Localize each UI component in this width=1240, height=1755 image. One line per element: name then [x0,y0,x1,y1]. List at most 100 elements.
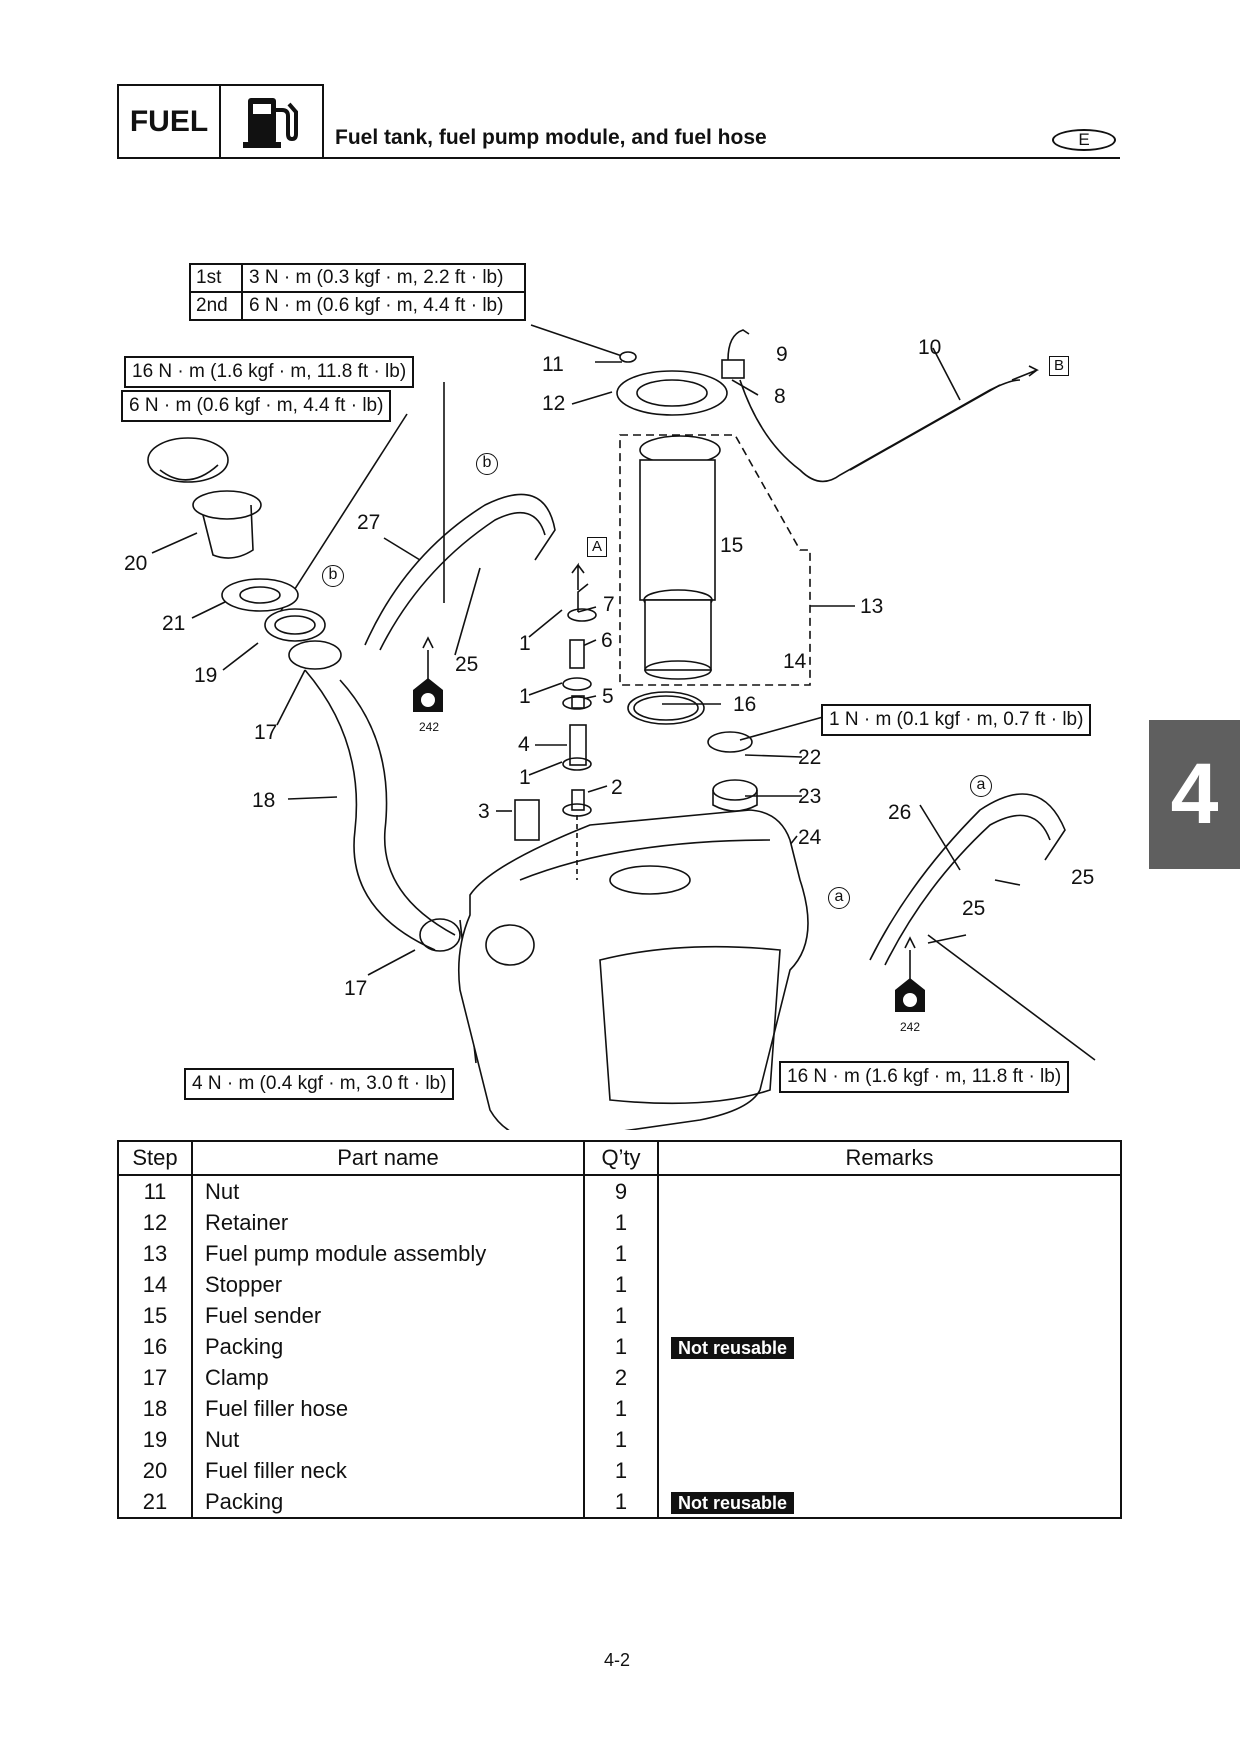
qty-cell: 1 [583,1300,659,1331]
torque-value: 6 N · m (0.6 kgf · m, 4.4 ft · lb) [249,295,504,316]
exploded-diagram: 1st 3 N · m (0.3 kgf · m, 2.2 ft · lb) 2… [121,263,1096,1130]
torque-spec-staged: 1st 3 N · m (0.3 kgf · m, 2.2 ft · lb) 2… [189,263,526,321]
callout-15: 15 [720,534,744,557]
page-title: Fuel tank, fuel pump module, and fuel ho… [335,126,767,149]
torque-value: 3 N · m (0.3 kgf · m, 2.2 ft · lb) [249,267,504,288]
torque-step-label: 2nd [191,293,243,319]
not-reusable-badge: Not reusable [671,1491,795,1514]
qty-cell: 1 [583,1455,659,1486]
callout-19: 19 [194,664,218,687]
callout-21: 21 [162,612,186,635]
qty-cell: 1 [583,1331,659,1362]
remarks-cell: Not reusable [657,1486,1122,1519]
step-cell: 12 [117,1207,193,1238]
part-name-cell: Fuel filler hose [191,1393,585,1424]
step-cell: 16 [117,1331,193,1362]
remarks-cell [657,1393,1122,1424]
part-name-cell: Nut [191,1175,585,1207]
qty-cell: 2 [583,1362,659,1393]
page-number: 4-2 [604,1650,631,1670]
callout-7: 7 [603,593,615,616]
locktite-badge-2 [895,978,925,1012]
part-name-cell: Nut [191,1424,585,1455]
part-name-cell: Retainer [191,1207,585,1238]
torque-spec: 6 N · m (0.6 kgf · m, 4.4 ft · lb) [121,390,392,422]
chapter-tab: 4 [1149,720,1240,869]
callout-5: 5 [602,685,614,708]
step-cell: 14 [117,1269,193,1300]
remarks-cell [657,1424,1122,1455]
torque-step-label: 1st [191,265,243,291]
ref-marker-a: A [587,537,607,557]
part-name-cell: Fuel pump module assembly [191,1238,585,1269]
callout-10: 10 [918,336,942,359]
step-cell: 17 [117,1362,193,1393]
remarks-cell [657,1300,1122,1331]
ref-circle-b: b [322,565,344,587]
part-name-cell: Fuel sender [191,1300,585,1331]
callout-12: 12 [542,392,566,415]
qty-cell: 1 [583,1486,659,1519]
diagram-drawing [147,324,1096,1130]
language-badge: E [1052,129,1116,151]
remarks-cell [657,1175,1122,1207]
callout-17: 17 [344,977,368,1000]
callout-23: 23 [798,785,822,808]
part-name-cell: Packing [191,1331,585,1362]
callout-1: 1 [519,766,531,789]
qty-cell: 1 [583,1424,659,1455]
remarks-cell [657,1238,1122,1269]
callout-11: 11 [542,353,564,376]
callout-22: 22 [798,746,822,769]
header-part-name: Part name [191,1140,585,1176]
callout-24: 24 [798,826,822,849]
fuel-pump-icon [219,84,324,158]
qty-cell: 1 [583,1269,659,1300]
step-cell: 11 [117,1175,193,1207]
callout-8: 8 [774,385,786,408]
callout-13: 13 [860,595,884,618]
header-qty: Q’ty [583,1140,659,1176]
callout-25: 25 [455,653,479,676]
step-cell: 19 [117,1424,193,1455]
callout-2: 2 [611,776,623,799]
step-cell: 18 [117,1393,193,1424]
header-step: Step [117,1140,193,1176]
qty-cell: 1 [583,1238,659,1269]
callout-25: 25 [1071,866,1095,889]
qty-cell: 9 [583,1175,659,1207]
part-name-cell: Stopper [191,1269,585,1300]
header-divider [117,157,1120,159]
torque-spec: 1 N · m (0.1 kgf · m, 0.7 ft · lb) [821,704,1092,736]
step-cell: 21 [117,1486,193,1519]
ref-marker-b: B [1049,356,1069,376]
callout-25: 25 [962,897,986,920]
callout-1: 1 [519,632,531,655]
torque-spec: 4 N · m (0.4 kgf · m, 3.0 ft · lb) [184,1068,455,1100]
callout-20: 20 [124,552,148,575]
qty-cell: 1 [583,1393,659,1424]
callout-1: 1 [519,685,531,708]
locktite-number: 242 [900,1020,921,1034]
callout-27: 27 [357,511,381,534]
remarks-cell: Not reusable [657,1331,1122,1362]
callout-4: 4 [518,733,530,756]
part-name-cell: Packing [191,1486,585,1519]
torque-spec: 16 N · m (1.6 kgf · m, 11.8 ft · lb) [124,356,415,388]
torque-spec: 16 N · m (1.6 kgf · m, 11.8 ft · lb) [779,1061,1070,1093]
callout-9: 9 [776,343,788,366]
locktite-badge-1 [413,678,443,712]
remarks-cell [657,1207,1122,1238]
qty-cell: 1 [583,1207,659,1238]
